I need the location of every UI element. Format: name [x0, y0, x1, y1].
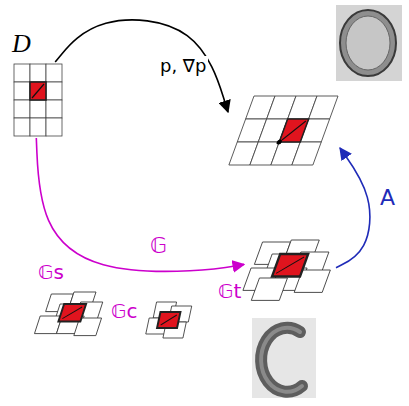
grid-cell: [30, 118, 46, 136]
grid-cell: [309, 96, 338, 119]
grid-cell: [30, 100, 46, 118]
grid-drawing: [38, 292, 110, 342]
photo-ground: [252, 318, 316, 398]
deformation-stack: 𝔾t: [244, 238, 336, 304]
grid-drawing: [228, 92, 340, 172]
cell-diagonal: [282, 121, 306, 140]
node-label: 𝔾c: [111, 300, 138, 322]
element-cell: [30, 82, 46, 100]
grid-cell: [46, 118, 62, 136]
edge-label: 𝔾: [148, 234, 169, 258]
deformation-stack: 𝔾c: [143, 300, 199, 346]
grid-cell: [14, 64, 30, 82]
deformation-stack: 𝔾s: [38, 292, 110, 342]
grid-cell: [14, 100, 30, 118]
element-cell: [157, 312, 180, 328]
vessel-lumen: [346, 16, 390, 70]
cell-diagonal: [62, 307, 82, 319]
edge-label: p, ∇p: [158, 56, 208, 76]
deformation-arrow: [36, 138, 244, 271]
photo-ground: [336, 5, 402, 81]
vessel-wall: [261, 328, 302, 392]
element-cell: [58, 304, 86, 322]
reference-grid: D: [12, 62, 66, 138]
grid-drawing: [12, 62, 66, 138]
grid-cell: [46, 100, 62, 118]
node-label: D: [12, 30, 31, 59]
vessel-photo-ring: [336, 5, 402, 81]
grid-cell: [46, 82, 62, 100]
grid-drawing: [143, 300, 199, 346]
vessel-wall: [340, 10, 396, 76]
point-dot: [276, 140, 283, 145]
grid-drawing: [244, 238, 336, 304]
node-label: 𝔾s: [38, 261, 64, 283]
grid-cell: [14, 82, 30, 100]
node-label: 𝔾t: [218, 280, 241, 302]
element-cell: [279, 119, 308, 142]
grid-cell: [30, 64, 46, 82]
target-grid: [228, 92, 340, 172]
cell-diagonal: [32, 84, 44, 98]
cell-diagonal: [161, 315, 177, 325]
element-cell: [272, 254, 308, 276]
vessel-photo-c: [252, 318, 316, 398]
deformed-cell: [251, 278, 287, 300]
transform-arrow: [336, 148, 370, 268]
grid-cell: [46, 64, 62, 82]
cell-diagonal: [276, 257, 304, 273]
grid-cell: [292, 142, 321, 165]
grid-cell: [30, 82, 46, 100]
grid-cell: [14, 118, 30, 136]
mapping-arrow: [55, 20, 228, 112]
edge-label: A: [378, 186, 397, 210]
vessel-texture: [261, 328, 302, 392]
